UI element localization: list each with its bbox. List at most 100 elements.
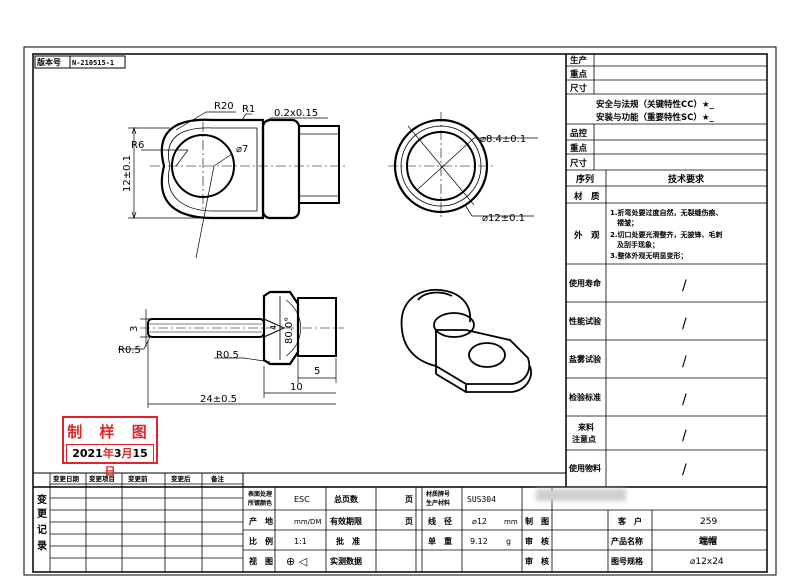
change-log-grid: [49, 473, 244, 572]
tb-unit-weight-label: 单 重: [428, 536, 452, 546]
tb-drafter-label: 制 图: [525, 516, 549, 526]
test-value-performance: /: [682, 316, 687, 332]
top-row-3: 尺寸: [569, 83, 588, 94]
stamp-date: 2021年3月15 日: [66, 444, 154, 478]
title-block-grid: [243, 487, 767, 572]
tb-surface-label-2: 所镀颜色: [248, 499, 272, 507]
appearance-line-3: 2.切口处要光滑整齐，无披锋、毛刺: [610, 230, 723, 239]
mid-row-3: 尺寸: [569, 158, 588, 169]
dim-l5: 5: [314, 366, 320, 377]
dim-dia84: ⌀8.4±0.1: [480, 134, 526, 145]
test-value-inspection: /: [682, 392, 687, 408]
tb-drawing-spec-label: 图号规格: [611, 556, 644, 566]
stamp-day: 15: [132, 447, 148, 460]
test-value-incoming: /: [682, 428, 687, 444]
tb-review-label: 审 核: [525, 536, 549, 546]
dim-r6: R6: [131, 140, 144, 151]
changelog-char-3: 记: [37, 524, 47, 536]
tb-surface-label: 表面处理: [247, 490, 272, 498]
dim-l10: 10: [290, 382, 303, 393]
tb-material-label: 材质牌号: [425, 490, 450, 498]
stamp-year: 2021: [72, 447, 103, 460]
seq-header: 序列: [576, 173, 594, 185]
dim-d4: 4: [269, 325, 278, 330]
appearance-line-4: 及刮手现象；: [610, 240, 659, 249]
changelog-header-after: 变更后: [171, 474, 191, 483]
version-value: N-210515-1: [72, 59, 114, 67]
test-value-saltspray: /: [682, 354, 687, 370]
tb-customer-label: 客 户: [617, 516, 642, 526]
front-view: [160, 118, 340, 220]
test-label-material-used: 使用物料: [568, 463, 601, 473]
note-cc: 安全与法规（关键特性CC）★_: [596, 99, 715, 110]
mid-row-2: 重点: [570, 143, 588, 154]
changelog-char-4: 录: [37, 540, 47, 552]
tb-surface-value: ESC: [294, 495, 310, 504]
tb-wire-value: ⌀12: [472, 517, 487, 526]
test-value-life: /: [682, 278, 687, 294]
dim-r1: R1: [242, 104, 255, 115]
stamp-year-char: 年: [102, 447, 114, 460]
tb-wire-label: 线 径: [428, 516, 452, 526]
stamp-day-char: 日: [104, 465, 116, 478]
isometric-view: [400, 288, 532, 393]
changelog-char-2: 更: [37, 508, 48, 520]
appearance-line-5: 3.整体外观无明显变形；: [610, 251, 688, 260]
tb-unit-weight-value: 9.12: [470, 537, 488, 546]
dim-t3: 3: [129, 326, 140, 332]
tb-product-name-value: 端帽: [699, 535, 717, 547]
top-row-1: 生产: [570, 55, 588, 66]
dim-r20: R20: [214, 101, 234, 112]
test-label-life: 使用寿命: [568, 278, 602, 288]
tb-validity-unit: 页: [405, 517, 413, 526]
tech-header: 技术要求: [668, 173, 705, 185]
tb-validity-label: 有效期限: [330, 516, 362, 526]
stamp-title: 制 样 图: [67, 423, 153, 441]
tb-audit-label: 审 核: [525, 556, 549, 566]
tb-origin-label: 产 地: [249, 516, 273, 526]
dim-angle: 80.0°: [284, 317, 295, 344]
changelog-header-date: 变更日期: [53, 474, 80, 483]
appearance-label: 外 观: [573, 230, 600, 241]
test-label-incoming-2: 注意点: [572, 434, 596, 444]
tb-view-label: 视 图: [249, 556, 273, 566]
tb-material-value: SUS304: [467, 495, 496, 504]
stamp-month: 3: [113, 447, 122, 460]
test-label-incoming: 来料: [577, 422, 594, 432]
tb-wire-unit: mm: [504, 518, 518, 526]
tb-scale-label: 比 例: [249, 536, 273, 546]
tb-drawing-spec-value: ⌀12x24: [690, 557, 724, 567]
tb-material-label-2: 生产材料: [426, 499, 450, 507]
version-label: 版本号: [36, 57, 61, 67]
changelog-header-item: 变更项目: [89, 474, 115, 483]
changelog-char-1: 变: [37, 493, 47, 506]
redacted-area: [536, 489, 626, 501]
dim-height12: 12±0.1: [122, 155, 133, 192]
top-row-2: 重点: [570, 69, 588, 80]
test-label-saltspray: 盐雾试验: [569, 354, 602, 364]
dim-dia12: ⌀12±0.1: [482, 213, 525, 224]
tb-origin-value: mm/DM: [294, 518, 321, 526]
stamp-month-char: 月: [121, 447, 133, 460]
changelog-header-remark: 备注: [210, 474, 225, 483]
dim-r05a: R0.5: [118, 345, 141, 356]
tb-approve-label: 批 准: [336, 536, 360, 546]
sample-drawing-stamp: 制 样 图 2021年3月15 日: [62, 416, 158, 478]
note-sc: 安装与功能（重要特性SC）★_: [596, 112, 714, 123]
tb-measured-label: 实测数据: [330, 556, 362, 566]
dim-r05b: R0.5: [216, 350, 239, 361]
changelog-header-before: 变更前: [128, 474, 148, 483]
appearance-line-1: 1.折弯处要过度自然，无裂缝伤痕、: [610, 208, 723, 217]
dim-l24: 24±0.5: [200, 394, 237, 405]
test-label-performance: 性能试验: [569, 316, 602, 326]
test-label-inspection: 检验标准: [569, 392, 601, 402]
dim-chamfer: 0.2x0.15: [274, 108, 318, 119]
mid-row-1: 品控: [570, 128, 588, 139]
tb-unit-weight-unit: g: [506, 537, 511, 546]
tb-scale-value: 1:1: [294, 537, 307, 546]
tb-product-name-label: 产品名称: [611, 536, 643, 546]
right-panel-grid: [566, 54, 767, 487]
material-label: 材 质: [573, 191, 600, 202]
tb-total-pages-label: 总页数: [334, 494, 359, 504]
